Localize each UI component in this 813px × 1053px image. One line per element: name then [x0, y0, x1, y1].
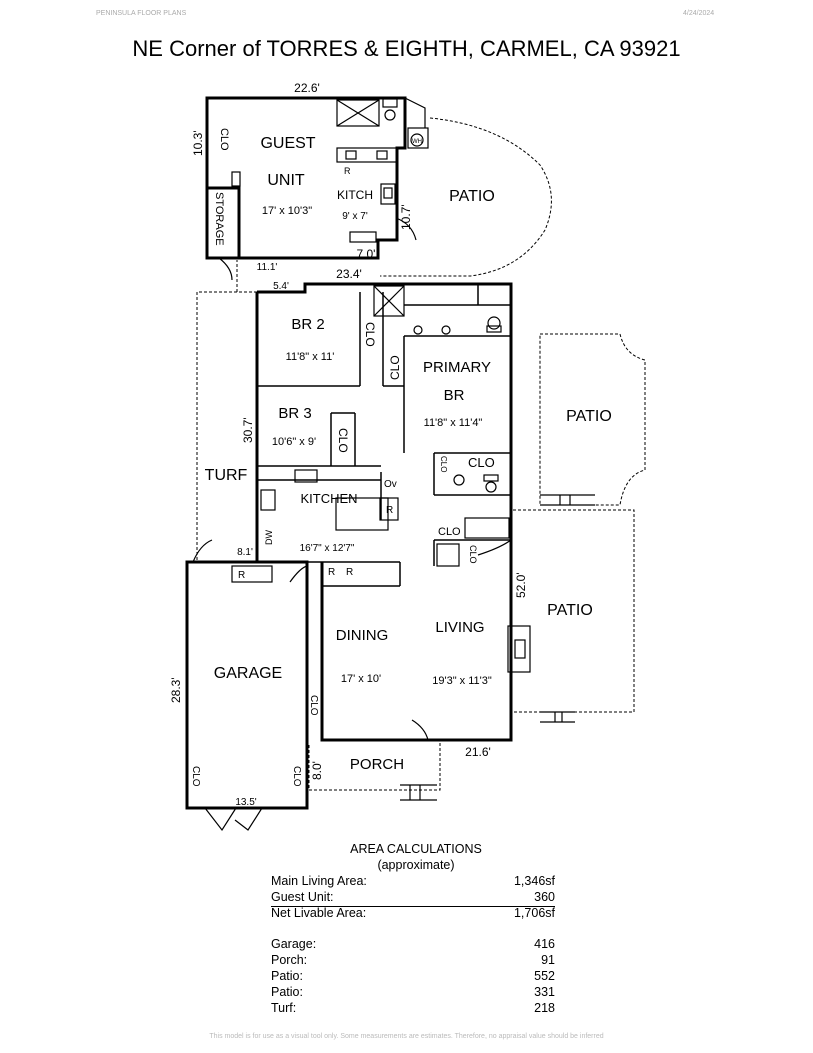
area-row-value: 552	[534, 969, 555, 983]
room-patio-east-upper: PATIO	[566, 408, 612, 425]
area-row-label: Patio:	[271, 969, 303, 983]
area-row: Patio: 331	[271, 985, 555, 1001]
room-guest-size: 17' x 10'3"	[262, 205, 312, 217]
water-heater-label: WH	[412, 139, 422, 145]
dim-main-top: 23.4'	[336, 267, 362, 281]
area-row: Main Living Area: 1,346sf	[271, 874, 555, 890]
oven-label: Ov	[384, 479, 397, 490]
clo-br2: CLO	[363, 322, 377, 347]
area-row-value: 91	[541, 953, 555, 967]
area-row-label: Patio:	[271, 985, 303, 999]
dashed-outlines	[196, 117, 646, 791]
area-row: Garage: 416	[271, 937, 555, 953]
room-living-size: 19'3" x 11'3"	[432, 675, 492, 687]
area-row-label: Porch:	[271, 953, 308, 967]
area-row: Turf: 218	[271, 1001, 555, 1017]
area-row: Porch: 91	[271, 953, 555, 969]
area-row-value: 416	[534, 937, 555, 951]
clo-hall-small: CLO	[468, 545, 478, 564]
room-kitchen-label: KITCHEN	[300, 491, 357, 506]
dim-guest-width: 22.6'	[294, 81, 320, 95]
room-turf-label: TURF	[205, 467, 248, 484]
dim-garage-left: 28.3'	[169, 677, 183, 703]
dim-garage-top: 8.1'	[237, 547, 253, 558]
room-guest-label: GUEST	[260, 135, 315, 152]
room-primary-size: 11'8" x 11'4"	[424, 417, 483, 429]
area-row-label: Net Livable Area:	[271, 906, 367, 920]
clo-guest: CLO	[218, 128, 230, 151]
room-unit-label: UNIT	[267, 172, 305, 189]
company-name: PENINSULA FLOOR PLANS	[96, 10, 187, 17]
room-porch-label: PORCH	[350, 756, 404, 773]
disclaimer: This model is for use as a visual tool o…	[209, 1033, 604, 1040]
room-storage-label: STORAGE	[213, 192, 225, 246]
interior-walls	[257, 284, 511, 587]
area-row-value: 218	[534, 1001, 555, 1015]
dim-main-bottom: 21.6'	[465, 745, 491, 759]
area-title: AREA CALCULATIONS	[350, 842, 482, 856]
range-counter-2: R	[346, 567, 353, 578]
dim-porch-left: 8.0'	[310, 761, 324, 780]
dim-storage-bottom: 11.1'	[257, 262, 278, 273]
area-row-value: 1,346sf	[513, 874, 555, 888]
area-row-value: 1,706sf	[513, 906, 555, 920]
room-kitchen-size: 16'7" x 12'7"	[300, 543, 355, 554]
room-garage-label: GARAGE	[214, 665, 282, 682]
room-br2-size: 11'8" x 11'	[286, 351, 335, 363]
area-row-label: Garage:	[271, 937, 317, 951]
dishwasher-label: DW	[264, 530, 274, 545]
guest-unit-walls	[205, 96, 407, 260]
room-living-label: LIVING	[435, 619, 484, 636]
room-dining-label: DINING	[336, 627, 389, 644]
dim-kitch-bottom: 7.0'	[357, 247, 376, 261]
dim-main-right: 52.0'	[514, 572, 528, 598]
room-kitch-size: 9' x 7'	[342, 211, 368, 222]
clo-primary-walk: CLO	[388, 355, 402, 380]
clo-garage-right: CLO	[308, 695, 319, 716]
dim-kitch-right: 10.7'	[399, 204, 413, 230]
room-br3-label: BR 3	[278, 405, 311, 422]
clo-hall: CLO	[438, 526, 461, 538]
main-house-walls	[185, 282, 513, 810]
range-guest: R	[344, 166, 351, 176]
range-kitchen: R	[386, 505, 393, 516]
area-subtitle: (approximate)	[377, 858, 455, 872]
page-title: NE Corner of TORRES & EIGHTH, CARMEL, CA…	[132, 36, 681, 61]
clo-garage-left: CLO	[190, 766, 201, 787]
clo-br3: CLO	[336, 428, 350, 453]
area-row-value: 360	[534, 890, 555, 904]
room-patio-east-lower: PATIO	[547, 602, 593, 619]
area-row-value: 331	[534, 985, 555, 999]
range-counter-1: R	[328, 567, 335, 578]
area-row-label: Main Living Area:	[271, 874, 367, 888]
dim-main-left: 30.7'	[241, 417, 255, 443]
room-br3-size: 10'6" x 9'	[272, 436, 316, 448]
area-row-label: Turf:	[271, 1001, 297, 1015]
fixtures	[192, 285, 595, 832]
room-dining-size: 17' x 10'	[341, 673, 381, 685]
room-primary-label-1: PRIMARY	[423, 359, 491, 376]
room-primary-label-2: BR	[444, 387, 465, 404]
area-row: Patio: 552	[271, 969, 555, 985]
area-row-label: Guest Unit:	[271, 890, 334, 904]
dim-garage-bottom: 13.5'	[235, 797, 256, 808]
room-patio-guest: PATIO	[449, 188, 495, 205]
range-garage: R	[238, 570, 245, 581]
dim-main-top-left: 5.4'	[273, 281, 289, 292]
clo-primary: CLO	[468, 455, 495, 470]
room-kitch-label: KITCH	[337, 188, 373, 202]
room-br2-label: BR 2	[291, 316, 324, 333]
area-row: Guest Unit: 360	[271, 890, 555, 907]
clo-garage-bottom-right: CLO	[291, 766, 302, 787]
dim-guest-left: 10.3'	[191, 130, 205, 156]
plan-date: 4/24/2024	[683, 10, 715, 17]
area-row: Net Livable Area: 1,706sf	[271, 906, 555, 922]
clo-primary-small: CLO	[439, 456, 448, 472]
